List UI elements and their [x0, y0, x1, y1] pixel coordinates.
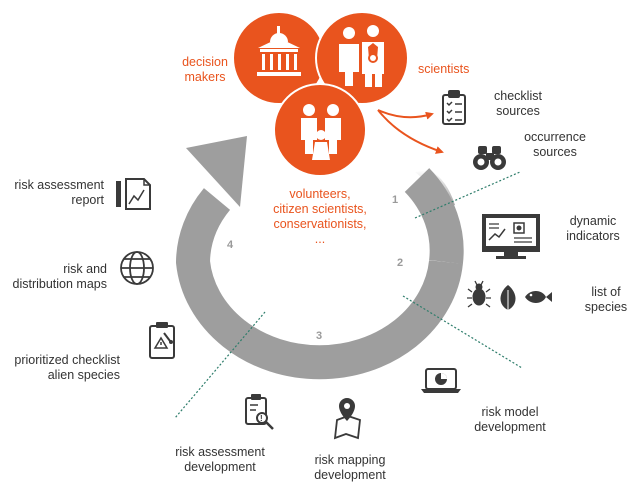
risk-model-development-label: risk model development: [468, 405, 552, 435]
risk-maps-line-1: risk and: [63, 262, 107, 276]
arrow-to-occurrence: [377, 109, 444, 154]
decision-makers-line-2: makers: [184, 70, 226, 84]
list-of-species-line-1: list of: [591, 285, 621, 299]
globe-icon: [120, 251, 154, 285]
clipboard-warning-icon: [149, 322, 175, 359]
occurrence-sources-label: occurrence sources: [510, 130, 600, 160]
risk-report-line-2: report: [71, 193, 104, 207]
step-number-1: 1: [392, 194, 398, 206]
list-of-species-line-2: species: [584, 300, 628, 314]
divider-2: [402, 295, 523, 369]
family-icon: [301, 104, 341, 160]
dynamic-indicators-label: dynamic indicators: [558, 214, 628, 244]
step-number-4: 4: [227, 239, 234, 251]
map-pin-icon: [333, 398, 361, 440]
clipboard-magnifier-icon: !: [245, 394, 274, 430]
volunteers-line-3: conservationists,: [273, 217, 367, 231]
risk-assessment-development-label: risk assessment development: [168, 445, 272, 475]
risk-assessment-report-label: risk assessment report: [4, 178, 104, 208]
fish-icon: [525, 291, 552, 303]
leaf-icon: [500, 285, 516, 310]
risk-report-line-1: risk assessment: [14, 178, 104, 192]
volunteers-circle: [273, 83, 367, 177]
risk-mapping-line-2: development: [314, 468, 386, 482]
dynamic-indicators-line-2: indicators: [566, 229, 620, 243]
risk-distribution-maps-label: risk and distribution maps: [4, 262, 108, 292]
checklist-sources-line-1: checklist: [494, 89, 542, 103]
list-of-species-label: list of species: [580, 285, 632, 315]
cycle-ring: [175, 136, 464, 380]
beetle-icon: [467, 280, 491, 308]
prioritized-checklist-line-1: prioritized checklist: [14, 353, 120, 367]
cycle-arrowhead: [186, 136, 247, 207]
laptop-pie-chart-icon: [421, 368, 461, 393]
volunteers-line-1: volunteers,: [289, 187, 351, 201]
decision-makers-label: decision makers: [160, 55, 250, 85]
step-number-3: 3: [316, 330, 322, 342]
svg-text:!: !: [260, 414, 263, 423]
risk-mapping-development-label: risk mapping development: [302, 453, 398, 483]
decision-makers-line-1: decision: [182, 55, 228, 69]
occurrence-sources-line-1: occurrence: [524, 130, 586, 144]
checklist-sources-line-2: sources: [496, 104, 540, 118]
prioritized-checklist-label: prioritized checklist alien species: [6, 353, 120, 383]
binoculars-icon: [473, 146, 506, 170]
volunteers-line-2: citizen scientists,: [273, 202, 367, 216]
occurrence-sources-line-2: sources: [533, 145, 577, 159]
divider-1: [414, 171, 521, 219]
arrow-to-checklist: [377, 109, 434, 120]
scientists-label: scientists: [418, 62, 470, 76]
checklist-sources-label: checklist sources: [478, 89, 558, 119]
ring-fade: [415, 170, 455, 208]
divider-3: [174, 311, 266, 419]
government-building-icon: [257, 26, 301, 76]
risk-model-line-2: development: [474, 420, 546, 434]
risk-assessment-dev-line-1: risk assessment: [175, 445, 265, 459]
step-number-2: 2: [397, 257, 403, 269]
prioritized-checklist-line-2: alien species: [47, 368, 120, 382]
volunteers-line-4: ...: [314, 232, 326, 246]
risk-model-line-1: risk model: [481, 405, 539, 419]
monitor-dashboard-icon: [482, 214, 540, 259]
clipboard-checklist-icon: [442, 90, 466, 125]
volunteers-label: volunteers, citizen scientists, conserva…: [255, 187, 385, 247]
phase-dividers: [174, 171, 523, 419]
report-chart-icon: [116, 178, 151, 210]
risk-assessment-dev-line-2: development: [184, 460, 256, 474]
risk-maps-line-2: distribution maps: [12, 277, 108, 291]
scientists-icon: [339, 25, 384, 87]
risk-mapping-line-1: risk mapping: [314, 453, 386, 467]
dynamic-indicators-line-1: dynamic: [569, 214, 617, 228]
